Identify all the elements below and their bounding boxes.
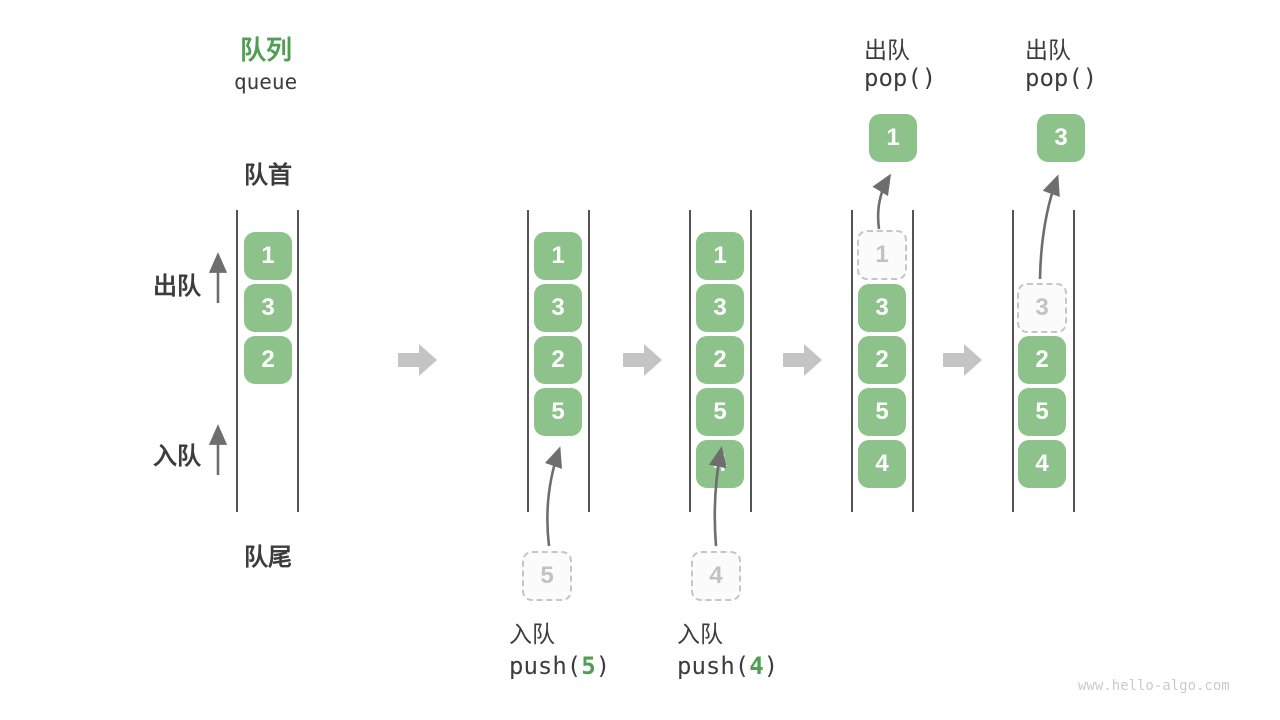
queue-front-label: 队首 (244, 162, 292, 189)
diagram-subtitle: queue (234, 70, 298, 94)
dequeue-side-label: 出队 (153, 273, 201, 300)
queue-element: 2 (858, 336, 906, 384)
watermark: www.hello-algo.com (1078, 678, 1230, 694)
queue-element: 2 (1018, 336, 1066, 384)
queue-element: 3 (244, 284, 292, 332)
op-arg: 5 (581, 652, 596, 680)
queue-rear-label: 队尾 (244, 544, 292, 571)
diagram-title: 队列 (240, 35, 293, 65)
incoming-element-ghost: 4 (691, 551, 741, 601)
op-close: ) (763, 652, 779, 680)
queue-element: 2 (534, 336, 582, 384)
queue-element: 2 (244, 336, 292, 384)
dequeue-op-code: pop() (864, 64, 937, 92)
removed-element-ghost: 3 (1017, 283, 1067, 333)
queue-element: 5 (534, 388, 582, 436)
queue-wall (236, 210, 238, 512)
queue-element: 1 (534, 232, 582, 280)
queue-wall (851, 210, 853, 512)
dequeue-op-label: 出队 (1025, 37, 1071, 63)
op-close: ) (595, 652, 611, 680)
op-fn: push( (677, 652, 750, 680)
queue-element: 5 (858, 388, 906, 436)
queue-element: 5 (1018, 388, 1066, 436)
step-arrow-icon (783, 344, 822, 376)
queue-element: 2 (696, 336, 744, 384)
queue-element: 3 (858, 284, 906, 332)
queue-element: 4 (858, 440, 906, 488)
step-arrow-icon (398, 344, 437, 376)
step-arrow-icon (623, 344, 662, 376)
dequeue-op-label: 出队 (864, 37, 910, 63)
dequeue-op-code: pop() (1025, 64, 1098, 92)
pop3-arrow-icon (1038, 174, 1060, 280)
queue-wall (912, 210, 914, 512)
queue-wall (527, 210, 529, 512)
enqueue-op-code: push(4) (677, 652, 778, 680)
op-fn: push( (509, 652, 582, 680)
queue-wall (1012, 210, 1014, 512)
removed-element-ghost: 1 (857, 230, 907, 280)
queue-element: 3 (534, 284, 582, 332)
queue-element: 3 (696, 284, 744, 332)
enqueue-side-label: 入队 (153, 443, 201, 470)
queue-wall (297, 210, 299, 512)
op-arg: 4 (749, 652, 764, 680)
enqueue-op-code: push(5) (509, 652, 610, 680)
pop1-arrow-icon (872, 173, 892, 230)
popped-element: 1 (869, 114, 917, 162)
popped-element: 3 (1037, 114, 1085, 162)
queue-element: 4 (1018, 440, 1066, 488)
queue-wall (1073, 210, 1075, 512)
incoming-element-ghost: 5 (522, 551, 572, 601)
enqueue-op-label: 入队 (509, 621, 555, 647)
queue-element: 1 (244, 232, 292, 280)
queue-wall (689, 210, 691, 512)
queue-element: 4 (696, 440, 744, 488)
queue-element: 1 (696, 232, 744, 280)
queue-wall (588, 210, 590, 512)
push5-arrow-icon (544, 446, 563, 547)
step-arrow-icon (943, 344, 982, 376)
enqueue-op-label: 入队 (677, 621, 723, 647)
queue-wall (750, 210, 752, 512)
queue-element: 5 (696, 388, 744, 436)
